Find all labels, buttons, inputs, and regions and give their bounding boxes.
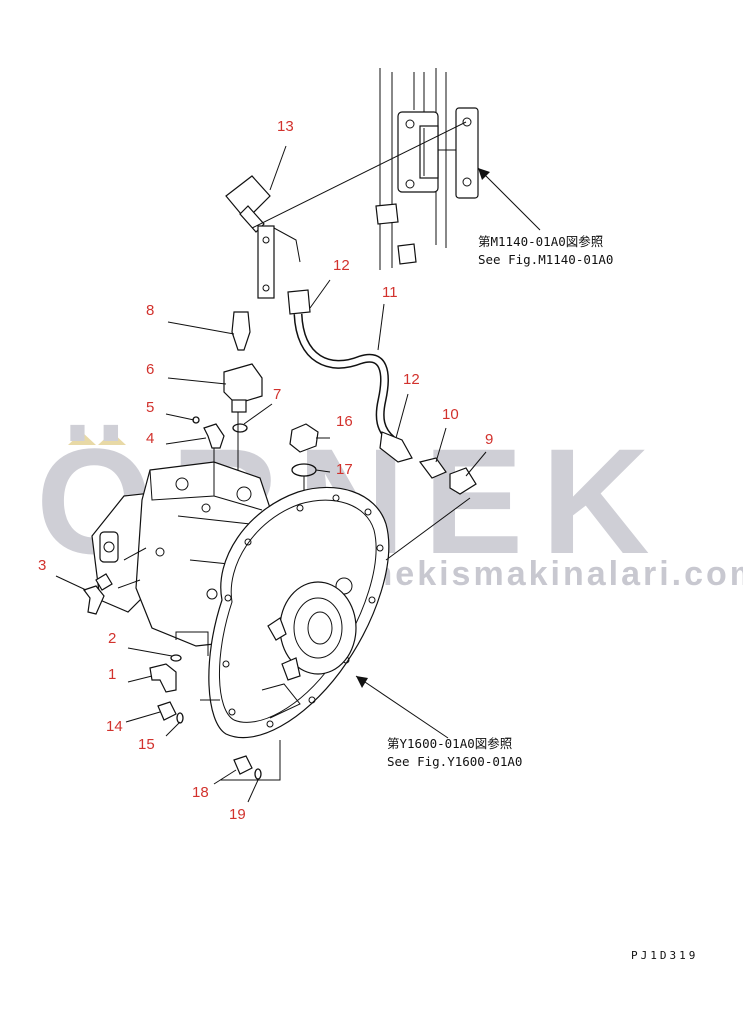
watermark-chevron-icon: [68, 432, 96, 445]
callout-9: 9: [485, 431, 493, 448]
callout-4: 4: [146, 430, 154, 447]
callout-8: 8: [146, 302, 154, 319]
callout-15: 15: [138, 736, 155, 753]
reference-1-en: See Fig.M1140-01A0: [478, 252, 613, 267]
drawing-code: PJ1D319: [631, 949, 698, 962]
callout-12-lower: 12: [403, 371, 420, 388]
frame-assembly: [375, 68, 479, 270]
callout-12-upper: 12: [333, 257, 350, 274]
pressure-switch-bracket: [225, 121, 467, 299]
reference-1-ja: 第M1140-01A0図参照: [478, 234, 603, 249]
callout-6: 6: [146, 361, 154, 378]
watermark-chevron-icon: [98, 432, 126, 445]
callout-2: 2: [108, 630, 116, 647]
reference-2-ja: 第Y1600-01A0図参照: [387, 736, 512, 751]
leader-lines: [55, 145, 541, 803]
callout-11: 11: [382, 284, 398, 301]
callout-5: 5: [146, 399, 154, 416]
hydraulic-hose: [287, 289, 413, 463]
callout-7: 7: [273, 386, 281, 403]
callout-14: 14: [106, 718, 123, 735]
callout-3: 3: [38, 557, 46, 574]
callout-18: 18: [192, 784, 209, 801]
lower-fittings: [83, 573, 281, 781]
callout-13: 13: [277, 118, 294, 135]
flywheel-housing: [208, 486, 390, 739]
callout-16: 16: [336, 413, 353, 430]
callout-17: 17: [336, 461, 353, 478]
callout-10: 10: [442, 406, 459, 423]
callout-1: 1: [108, 666, 116, 683]
fittings: [192, 311, 477, 500]
figure-references: 第M1140-01A0図参照 See Fig.M1140-01A0 第Y1600…: [387, 234, 613, 769]
callouts: 13 12 11 12 10 9 8 6 7 5 4 16 17 3 2 1 1…: [38, 118, 493, 823]
callout-19: 19: [229, 806, 246, 823]
reference-2-en: See Fig.Y1600-01A0: [387, 754, 522, 769]
